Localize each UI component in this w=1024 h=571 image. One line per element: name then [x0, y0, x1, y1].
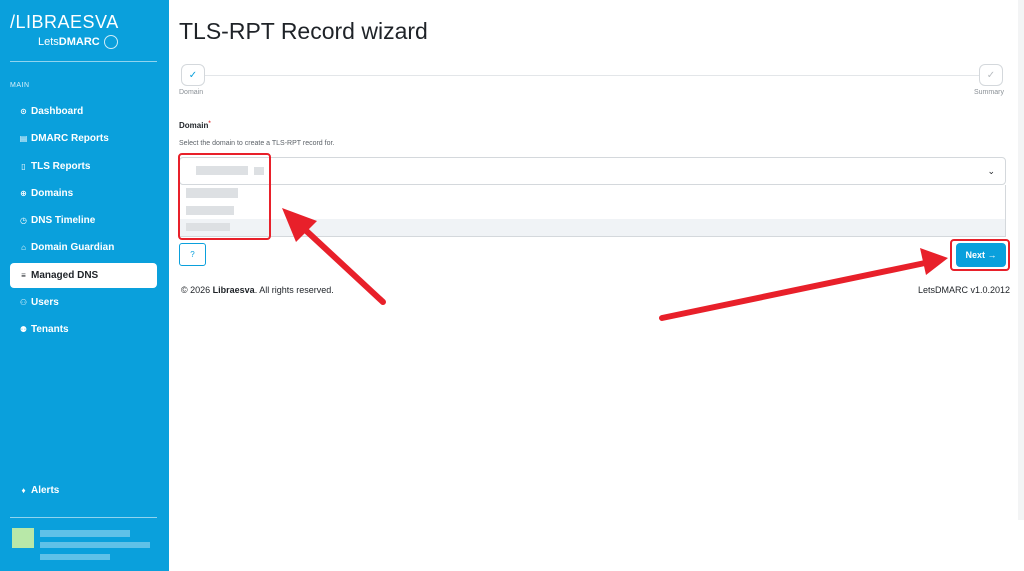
step-domain-label: Domain: [179, 89, 204, 96]
arrow-right-icon: →: [987, 250, 997, 260]
redacted-option-text: [186, 206, 234, 215]
domain-options-list: [179, 185, 1006, 237]
copyright-suffix: . All rights reserved.: [254, 285, 334, 295]
redacted-text: [40, 530, 130, 537]
avatar: [12, 528, 34, 548]
sidebar-nav: ⊙ Dashboard ▤ DMARC Reports ▯ TLS Report…: [10, 99, 157, 345]
globe-icon: ⊕: [20, 188, 27, 198]
page-title: TLS-RPT Record wizard: [179, 18, 428, 44]
sidebar-item-label: Users: [31, 297, 59, 309]
domain-select[interactable]: ⌄: [179, 157, 1006, 185]
sidebar: /LIBRAESVA LetsDMARC MAIN ⊙ Dashboard ▤ …: [0, 0, 169, 571]
brand-logo[interactable]: /LIBRAESVA LetsDMARC: [10, 12, 160, 49]
sidebar-item-label: Managed DNS: [31, 269, 99, 281]
scrollbar[interactable]: [1018, 0, 1024, 520]
sidebar-item-label: DMARC Reports: [31, 133, 109, 145]
sidebar-item-label: TLS Reports: [31, 160, 91, 172]
footer-copyright: © 2026 Libraesva. All rights reserved.: [181, 285, 334, 295]
sidebar-item-dns-timeline[interactable]: ◷ DNS Timeline: [10, 208, 157, 233]
domain-option[interactable]: [180, 219, 1005, 236]
wizard-stepper: ✓ Domain ✓ Summary: [179, 64, 1011, 100]
domain-option[interactable]: [180, 185, 1005, 202]
redacted-text: [40, 554, 110, 560]
sidebar-item-domain-guardian[interactable]: ⌂ Domain Guardian: [10, 235, 157, 260]
clock-icon: ◷: [20, 216, 27, 226]
file-icon: ▯: [21, 161, 26, 171]
sidebar-item-label: Alerts: [31, 485, 60, 496]
sidebar-item-label: Domains: [31, 187, 74, 199]
sidebar-item-dmarc-reports[interactable]: ▤ DMARC Reports: [10, 126, 157, 151]
help-button[interactable]: ?: [179, 243, 206, 266]
logo-sub-text: LetsDMARC: [38, 35, 160, 49]
sidebar-item-managed-dns[interactable]: ≡ Managed DNS: [10, 262, 157, 288]
sidebar-divider: [10, 61, 157, 62]
redacted-option-text: [186, 223, 230, 231]
users-icon: ⚇: [19, 298, 28, 308]
sidebar-item-dashboard[interactable]: ⊙ Dashboard: [10, 99, 157, 124]
step-summary-check-icon[interactable]: ✓: [979, 64, 1003, 86]
redacted-option-text: [186, 188, 238, 198]
sidebar-item-domains[interactable]: ⊕ Domains: [10, 181, 157, 206]
stepper-line: [205, 75, 985, 76]
domain-field-help: Select the domain to create a TLS-RPT re…: [179, 140, 335, 147]
sidebar-item-label: Tenants: [31, 324, 69, 336]
logo-sub-bold: DMARC: [58, 35, 100, 48]
sidebar-item-tenants[interactable]: ⚉ Tenants: [10, 317, 157, 342]
company-name: Libraesva: [212, 285, 255, 295]
sidebar-item-label: Domain Guardian: [31, 242, 115, 254]
sidebar-divider: [10, 517, 157, 518]
sidebar-section-label: MAIN: [10, 82, 30, 89]
step-summary-label: Summary: [974, 89, 1004, 96]
main-content: TLS-RPT Record wizard ✓ Domain ✓ Summary…: [169, 0, 1024, 571]
highlight-box-domain-select: [178, 153, 271, 240]
guardian-icon: ⌂: [21, 243, 26, 253]
logo-main-text: /LIBRAESVA: [10, 12, 119, 32]
report-icon: ▤: [19, 134, 28, 144]
dashboard-icon: ⊙: [20, 107, 27, 116]
domain-label-text: Domain: [179, 121, 209, 130]
step-domain-check-icon[interactable]: ✓: [181, 64, 205, 86]
tenants-icon: ⚉: [19, 325, 28, 335]
copyright-prefix: © 2026: [181, 285, 213, 295]
redacted-selected-value: [196, 166, 248, 175]
next-button[interactable]: Next →: [956, 243, 1006, 267]
user-profile-redacted[interactable]: [6, 524, 161, 568]
next-button-label: Next: [965, 250, 985, 260]
highlight-box-next-button: [950, 239, 1010, 271]
domain-option[interactable]: [180, 202, 1005, 219]
sidebar-item-label: DNS Timeline: [31, 215, 96, 227]
redacted-selected-value: [254, 167, 264, 175]
logo-mark-icon: [103, 35, 118, 49]
domain-field-label: Domain*: [179, 121, 211, 130]
sidebar-item-label: Dashboard: [31, 106, 84, 117]
logo-sub-prefix: Lets: [38, 35, 59, 48]
alerts-section: ♦ Alerts: [10, 478, 157, 505]
bell-icon: ♦: [21, 486, 26, 495]
sidebar-item-tls-reports[interactable]: ▯ TLS Reports: [10, 154, 157, 179]
sidebar-item-users[interactable]: ⚇ Users: [10, 290, 157, 315]
chevron-down-icon[interactable]: ⌄: [987, 166, 995, 176]
database-icon: ≡: [21, 270, 26, 280]
required-mark: *: [208, 121, 211, 127]
footer-version: LetsDMARC v1.0.2012: [917, 285, 1010, 295]
redacted-text: [40, 542, 150, 548]
sidebar-item-alerts[interactable]: ♦ Alerts: [10, 478, 157, 503]
